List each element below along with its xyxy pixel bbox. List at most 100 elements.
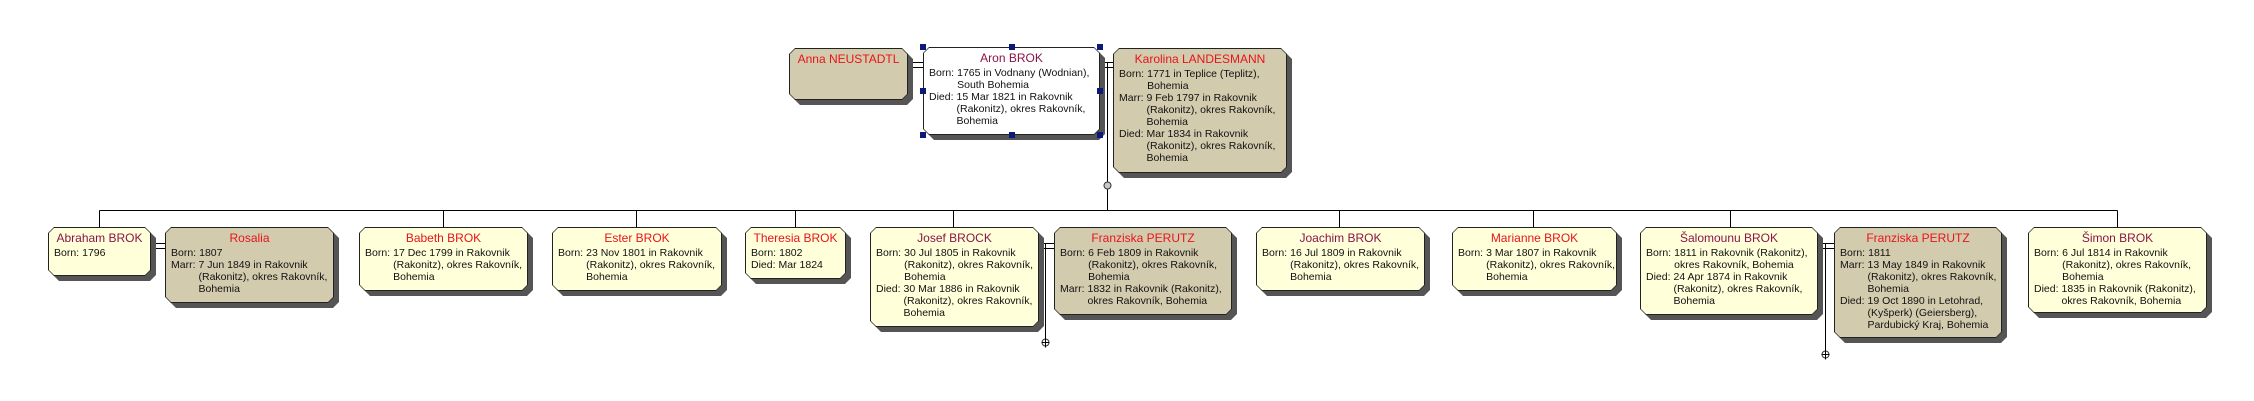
fact-line: 15 Mar 1821 in Rakovnik	[956, 91, 1073, 103]
fact-value: 1811 in Rakovnik (Rakonitz),okres Rakovn…	[1674, 247, 1812, 271]
fact-label: Died:	[2034, 283, 2059, 295]
fact-value: 1811	[1868, 247, 1996, 259]
person-fact: Died:15 Mar 1821 in Rakovnik(Rakonitz), …	[929, 91, 1094, 127]
fact-line: 7 Jun 1849 in Rakovnik	[198, 259, 308, 271]
person-name: Marianne BROK	[1490, 231, 1579, 245]
person-fact: Born:1771 in Teplice (Teplitz),Bohemia	[1119, 68, 1281, 92]
fact-line: (Rakonitz), okres Rakovník,	[1486, 259, 1616, 271]
fact-line: Bohemia	[904, 271, 946, 283]
fact-value: 7 Jun 1849 in Rakovnik(Rakonitz), okres …	[199, 259, 329, 295]
person-name: Rosalia	[229, 231, 270, 245]
fact-label: Born:	[1458, 247, 1484, 259]
fact-label: Born:	[1262, 247, 1288, 259]
person-fact: Born:23 Nov 1801 in Rakovnik(Rakonitz), …	[558, 247, 716, 283]
fact-line: (Rakonitz), okres Rakovník,	[903, 295, 1033, 307]
person-fact: Marr:13 May 1849 in Rakovnik(Rakonitz), …	[1840, 259, 1996, 295]
fact-value: 1796	[82, 247, 145, 259]
person-fact: Died:19 Oct 1890 in Letohrad,(Kyšperk) (…	[1840, 295, 1996, 331]
fact-label: Born:	[365, 247, 391, 259]
fact-line: Bohemia	[1290, 271, 1332, 283]
fact-label: Born:	[876, 247, 902, 259]
fact-line: 9 Feb 1797 in Rakovnik	[1146, 92, 1257, 104]
person-name: Šimon BROK	[2081, 231, 2154, 245]
fact-line: 6 Feb 1809 in Rakovnik	[1088, 247, 1199, 259]
person-fact: Born:16 Jul 1809 in Rakovnik(Rakonitz), …	[1262, 247, 1419, 283]
fact-value: 6 Jul 1814 in Rakovnik(Rakonitz), okres …	[2062, 247, 2201, 283]
fact-label: Died:	[1840, 295, 1865, 307]
fact-value: Mar 1834 in Rakovnik(Rakonitz), okres Ra…	[1147, 128, 1281, 164]
person-box-anna[interactable]: Anna NEUSTADTL	[789, 48, 908, 100]
fact-line: 1771 in Teplice (Teplitz),	[1147, 68, 1260, 80]
person-box-marianne[interactable]: Marianne BROK Born:3 Mar 1807 in Rakovnik…	[1452, 227, 1617, 291]
fact-label: Born:	[54, 247, 80, 259]
person-box-simon[interactable]: Šimon BROK Born:6 Jul 1814 in Rakovnik(Ra…	[2028, 227, 2207, 313]
selection-handle[interactable]	[920, 132, 926, 138]
person-name: Theresia BROK	[753, 231, 838, 245]
person-name: Josef BROCK	[917, 231, 992, 245]
person-name: Karolina LANDESMANN	[1134, 52, 1266, 66]
fact-value: 16 Jul 1809 in Rakovnik(Rakonitz), okres…	[1290, 247, 1419, 283]
fact-line: Mar 1834 in Rakovnik	[1146, 128, 1249, 140]
person-fact: Marr:9 Feb 1797 in Rakovnik(Rakonitz), o…	[1119, 92, 1281, 128]
fact-value: 1807	[199, 247, 328, 259]
selection-handle[interactable]	[1008, 44, 1015, 50]
fact-label: Marr:	[1840, 259, 1865, 271]
person-box-body: Josef BROCK Born:30 Jul 1805 in Rakovnik(…	[871, 228, 1038, 326]
fact-line: (Rakonitz), okres Rakovník,	[1146, 104, 1276, 116]
fact-value: 1832 in Rakovnik (Rakonitz),okres Rakovn…	[1088, 283, 1227, 307]
fact-value: 1765 in Vodnany (Wodnian),South Bohemia	[957, 67, 1094, 91]
fact-line: (Rakonitz), okres Rakovník,	[1146, 140, 1276, 152]
selection-handle[interactable]	[1097, 88, 1103, 94]
person-fact: Marr:1832 in Rakovnik (Rakonitz),okres R…	[1060, 283, 1226, 307]
fact-label: Died:	[929, 91, 954, 103]
fact-line: 1832 in Rakovnik (Rakonitz),	[1087, 283, 1222, 295]
fact-label: Marr:	[1119, 92, 1144, 104]
fact-line: Bohemia	[1867, 283, 1909, 295]
person-box-josef[interactable]: Josef BROCK Born:30 Jul 1805 in Rakovnik(…	[870, 227, 1039, 327]
fact-line: Bohemia	[1673, 295, 1715, 307]
fact-line: (Rakonitz), okres Rakovník,	[1867, 271, 1997, 283]
selection-handle[interactable]	[1097, 132, 1103, 138]
fact-line: (Rakonitz), okres Rakovník,	[1290, 259, 1420, 271]
selection-handle[interactable]	[1097, 44, 1103, 50]
selection-handle[interactable]	[920, 88, 926, 94]
fact-line: 1811	[1868, 247, 1891, 259]
selection-handle[interactable]	[920, 44, 926, 50]
fact-value: 30 Jul 1805 in Rakovnik(Rakonitz), okres…	[904, 247, 1033, 283]
fact-value: 15 Mar 1821 in Rakovnik(Rakonitz), okres…	[957, 91, 1094, 127]
family-node-icon[interactable]	[1103, 181, 1112, 190]
person-box-karolina[interactable]: Karolina LANDESMANN Born:1771 in Teplice …	[1113, 48, 1287, 173]
selection-handle[interactable]	[1008, 132, 1015, 138]
fact-label: Born:	[171, 247, 197, 259]
person-box-body: Karolina LANDESMANN Born:1771 in Teplice …	[1114, 49, 1286, 172]
fact-label: Born:	[929, 67, 955, 79]
fact-label: Born:	[1840, 247, 1866, 259]
person-fact: Born:6 Jul 1814 in Rakovnik(Rakonitz), o…	[2034, 247, 2201, 283]
fact-label: Marr:	[171, 259, 196, 271]
person-box-body: Šimon BROK Born:6 Jul 1814 in Rakovnik(Ra…	[2029, 228, 2206, 312]
fact-line: Mar 1824	[778, 259, 823, 271]
person-fact: Born:1802	[751, 247, 840, 259]
fact-line: (Rakonitz), okres Rakovník,	[586, 259, 716, 271]
fact-value: Mar 1824	[779, 259, 840, 271]
fact-line: Bohemia	[1486, 271, 1528, 283]
fact-line: 3 Mar 1807 in Rakovnik	[1486, 247, 1597, 259]
fact-line: Bohemia	[198, 283, 240, 295]
fact-line: (Rakonitz), okres Rakovník,	[956, 103, 1086, 115]
fact-value: 30 Mar 1886 in Rakovnik(Rakonitz), okres…	[904, 283, 1033, 319]
